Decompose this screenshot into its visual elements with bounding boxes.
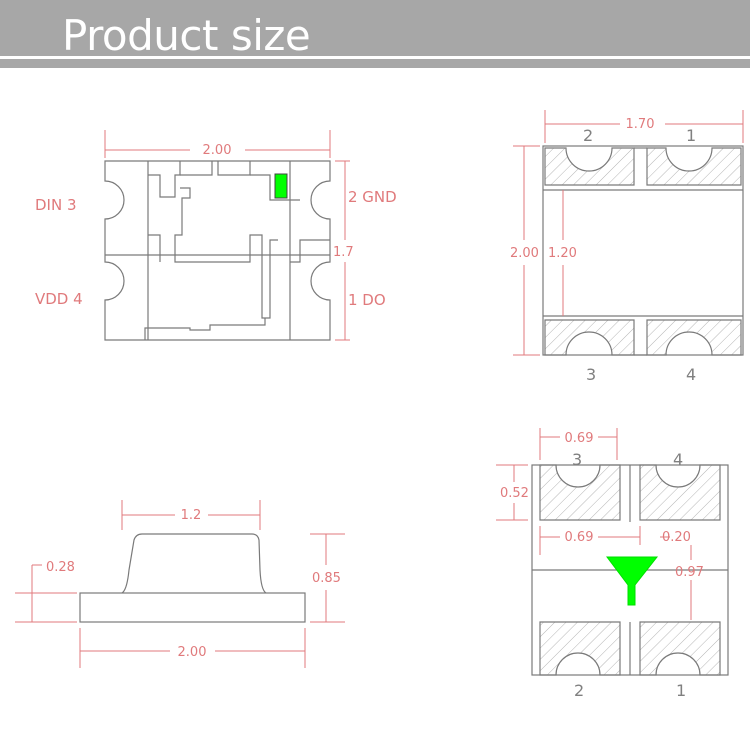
pad-pin-1: 1 — [676, 681, 686, 700]
pad-height-label: 0.52 — [500, 486, 529, 501]
header-underline — [0, 59, 750, 68]
side-total-height-label: 0.85 — [312, 571, 341, 586]
pin2-label: 2 GND — [348, 188, 397, 206]
top-view-dimensions — [104, 130, 350, 341]
side-base-height-label: 0.28 — [46, 560, 75, 575]
pin4-label: VDD 4 — [35, 290, 83, 308]
bottom-pin-2: 2 — [583, 126, 593, 145]
pad-pin-2: 2 — [574, 681, 584, 700]
pad-view-dimensions — [496, 428, 692, 620]
bottom-view — [542, 145, 744, 356]
page-title: Product size — [62, 11, 311, 60]
pad-vertical-label: 0.97 — [675, 565, 704, 580]
pad-gap-label: 0.69 — [565, 530, 594, 545]
side-view-dimensions — [15, 500, 345, 668]
pad-3 — [544, 319, 635, 356]
top-height-label: 1.7 — [333, 245, 354, 260]
side-base-width-label: 2.00 — [178, 645, 207, 660]
side-top-width-label: 1.2 — [181, 508, 202, 523]
pad-spacing-label: 0.20 — [662, 530, 691, 545]
bottom-view-dimensions — [513, 110, 744, 356]
bottom-width-label: 1.70 — [626, 117, 655, 132]
pad-pin-4: 4 — [673, 450, 683, 469]
side-base — [79, 592, 306, 623]
pad-2 — [544, 147, 635, 186]
bottom-pin-4: 4 — [686, 365, 696, 384]
led-marker — [274, 173, 288, 199]
pad-view — [531, 464, 729, 676]
pad-width-label: 0.69 — [565, 431, 594, 446]
pad-4 — [646, 319, 742, 356]
bottom-height-label: 2.00 — [510, 246, 539, 261]
pin1-label: 1 DO — [348, 291, 386, 309]
polarity-marker — [606, 556, 659, 606]
land-2 — [539, 621, 621, 676]
land-3 — [539, 464, 621, 521]
side-view — [79, 533, 306, 623]
pad-pin-3: 3 — [572, 450, 582, 469]
top-view-outline — [104, 160, 331, 341]
bottom-gap-label: 1.20 — [548, 246, 577, 261]
bottom-pin-3: 3 — [586, 365, 596, 384]
top-width-label: 2.00 — [203, 143, 232, 158]
land-4 — [639, 464, 721, 521]
bottom-pin-1: 1 — [686, 126, 696, 145]
header-bar — [0, 0, 750, 56]
side-lens — [121, 533, 267, 594]
top-view — [104, 160, 331, 341]
land-1 — [639, 621, 721, 676]
pin3-label: DIN 3 — [35, 196, 77, 214]
pad-1 — [646, 147, 742, 186]
